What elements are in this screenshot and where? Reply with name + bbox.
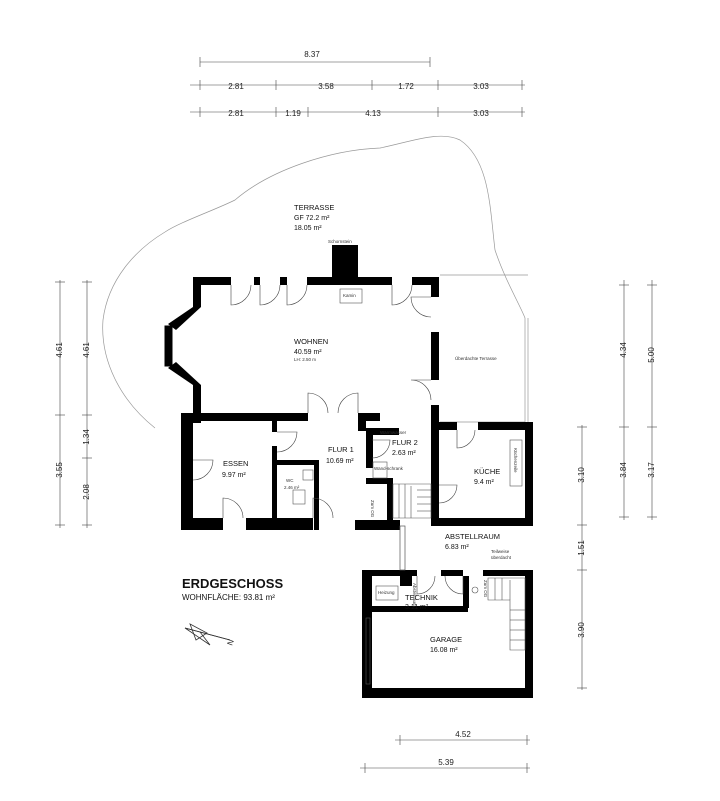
top-dimensions xyxy=(190,57,525,117)
heizung-box xyxy=(375,585,399,601)
dim-right-b2: 3.17 xyxy=(647,462,656,478)
dim-left-b2: 1.34 xyxy=(82,429,91,445)
dim-left-a1: 4.61 xyxy=(55,342,64,358)
flur1-name: FLUR 1 xyxy=(328,445,354,454)
dim-top-b3: 4.13 xyxy=(365,109,381,118)
wohnen-note: LH: 2.50 m xyxy=(294,357,316,362)
abstellraum-area: 6.83 m² xyxy=(445,544,469,551)
wand-schrank-box xyxy=(372,461,388,479)
garage-name: GARAGE xyxy=(430,635,462,644)
dim-top-total: 8.37 xyxy=(304,50,320,59)
dim-left-b3: 2.08 xyxy=(82,484,91,500)
essen-name: ESSEN xyxy=(223,459,248,468)
wc-toilet xyxy=(292,489,306,505)
heizung-label: Heizung xyxy=(378,590,395,595)
abstellraum-small-label: Abstellraum xyxy=(412,583,417,607)
dim-top-b2: 1.19 xyxy=(285,109,301,118)
dim-top-b4: 3.03 xyxy=(473,109,489,118)
dim-right-b1: 5.00 xyxy=(647,347,656,363)
kuechenzeile-label: Küchenzeile xyxy=(513,448,518,473)
kueche-area: 9.4 m² xyxy=(474,479,495,486)
dim-right-a1: 4.34 xyxy=(619,342,628,358)
north-label: N xyxy=(225,638,236,647)
kitchen-counter xyxy=(509,439,523,487)
wand-schrank-label: Wand-schrank xyxy=(374,466,404,471)
terrace-outline xyxy=(102,135,526,429)
dim-right-a2: 3.84 xyxy=(619,462,628,478)
dim-left-a2: 3.55 xyxy=(55,462,64,478)
flur2-area: 2.63 m² xyxy=(392,450,416,457)
kamin-label: Kamin xyxy=(343,293,356,298)
zum-og-label: Zum OG xyxy=(370,500,375,518)
doors xyxy=(192,284,476,595)
kamin-box xyxy=(339,288,363,304)
terrasse-area-2: 18.05 m² xyxy=(294,225,322,232)
dim-right-c3: 3.90 xyxy=(577,622,586,638)
ueberdachte-terrasse-label: Überdachte Terrasse xyxy=(455,355,497,361)
dim-right-c2: 1.51 xyxy=(577,540,586,556)
terrasse-name: TERRASSE xyxy=(294,203,334,212)
ueberdacht-label: überdacht xyxy=(491,555,512,560)
garage-area: 16.08 m² xyxy=(430,647,458,654)
plan-title: ERDGESCHOSS xyxy=(182,576,283,591)
dim-top-a1: 2.81 xyxy=(228,82,244,91)
flur1-area: 10.69 m² xyxy=(326,458,354,465)
dim-top-a3: 1.72 xyxy=(398,82,414,91)
dim-right-c1: 3.10 xyxy=(577,467,586,483)
technik-name: TECHNIK xyxy=(405,593,438,602)
dim-top-b1: 2.81 xyxy=(228,109,244,118)
flur2-name: FLUR 2 xyxy=(392,438,418,447)
dim-bottom-1: 4.52 xyxy=(455,730,471,739)
plan-subtitle: WOHNFLÄCHE: 93.81 m² xyxy=(182,593,275,602)
abstellraum-name: ABSTELLRAUM xyxy=(445,532,500,541)
schornstein-label: Schornstein xyxy=(328,239,352,244)
teilweise-label: Teilweise xyxy=(491,549,510,554)
left-dimensions xyxy=(55,280,92,528)
walls xyxy=(164,245,533,698)
garage-door xyxy=(365,617,371,685)
dim-top-a4: 3.03 xyxy=(473,82,489,91)
technik-area: 3.11 m² xyxy=(405,604,429,611)
dim-bottom-2: 5.39 xyxy=(438,758,454,767)
dim-top-a2: 3.58 xyxy=(318,82,334,91)
wohnen-area: 40.59 m² xyxy=(294,349,322,356)
wc-name: WC xyxy=(286,478,294,483)
wc-area: 2.46 m² xyxy=(284,485,300,490)
terrasse-area-1: GF 72.2 m² xyxy=(294,215,330,222)
wc-sink xyxy=(302,469,314,481)
drain-circle xyxy=(471,586,479,594)
bottom-dimensions xyxy=(360,735,530,773)
zum-dg-label: Zum OG xyxy=(483,580,488,598)
right-dimensions xyxy=(577,280,657,690)
warmwasser-label: Warmwasser xyxy=(380,430,407,435)
kueche-name: KÜCHE xyxy=(474,467,500,476)
wohnen-name: WOHNEN xyxy=(294,337,328,346)
north-arrow-icon xyxy=(184,623,231,646)
stairs xyxy=(392,483,526,651)
dim-left-b1: 4.61 xyxy=(82,342,91,358)
essen-area: 9.97 m² xyxy=(222,472,246,479)
